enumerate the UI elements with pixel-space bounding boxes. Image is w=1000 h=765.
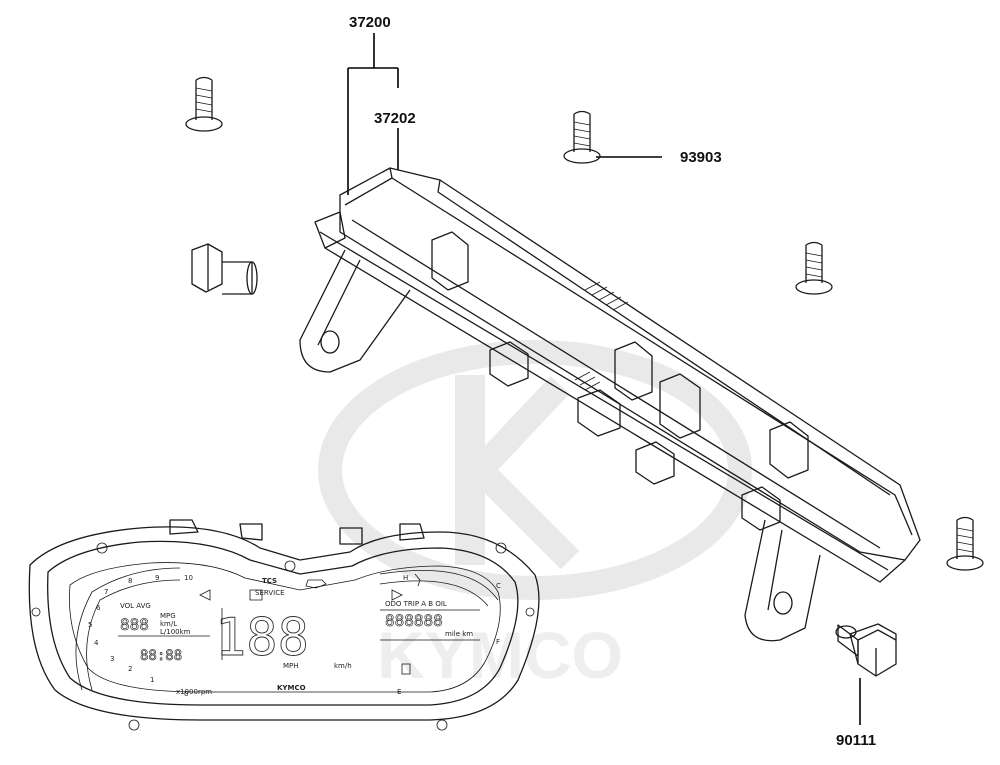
instrument-cluster-face: 0 1 2 3 4 5 6 7 8 9 10 TCS SERVICE VOL A…	[28, 519, 540, 731]
right-turn-icon	[391, 589, 403, 601]
tach-1: 1	[150, 676, 154, 684]
fuel-icon	[401, 663, 411, 675]
tach-4: 4	[94, 639, 99, 647]
screw-top-left	[185, 76, 223, 132]
tach-6: 6	[96, 604, 101, 612]
kmh-label: km/h	[334, 662, 352, 670]
fuel-empty-label: E	[397, 688, 401, 696]
engine-icon	[305, 579, 327, 589]
l100-label: L/100km	[160, 628, 191, 636]
flange-bolt-left	[191, 243, 258, 295]
clock-digits: 88:88	[140, 648, 182, 664]
tach-5: 5	[88, 621, 92, 629]
screw-93903	[563, 110, 601, 164]
tach-9: 9	[155, 574, 159, 582]
tcs-indicator: TCS	[262, 577, 277, 585]
abs-icon	[249, 589, 263, 601]
mpg-digits: 888	[120, 615, 149, 634]
odo-digits: 888888	[385, 611, 443, 630]
service-indicator: SERVICE	[255, 589, 285, 597]
fuel-full-label: F	[496, 638, 500, 646]
screw-right-middle	[795, 241, 833, 295]
part-number-37202: 37202	[374, 110, 416, 127]
dial-brand: KYMCO	[277, 684, 306, 692]
temp-cold-label: C	[496, 582, 501, 590]
tach-0: 0	[184, 690, 188, 698]
odo-labels: ODO TRIP A B OIL	[385, 600, 447, 608]
leader-37200	[347, 33, 399, 195]
part-number-93903: 93903	[680, 149, 722, 166]
tach-10: 10	[184, 574, 193, 582]
parking-icon	[284, 560, 296, 572]
flange-bolt-90111	[835, 623, 897, 677]
tach-7: 7	[104, 588, 108, 596]
mpg-label: MPG	[160, 612, 176, 620]
temp-hot-label: H	[403, 574, 408, 582]
watermark-text: KYMCO	[377, 618, 623, 692]
speed-digits: 188	[215, 608, 309, 668]
part-number-90111: 90111	[836, 732, 876, 749]
vol-avg-label: VOL AVG	[120, 602, 151, 610]
temp-icon	[414, 573, 421, 587]
left-turn-icon	[199, 589, 211, 601]
meter-assembly-body	[299, 167, 921, 642]
tach-3: 3	[110, 655, 114, 663]
tach-8: 8	[128, 577, 132, 585]
odo-units: mile km	[445, 630, 473, 638]
leader-lines	[347, 33, 861, 725]
screw-right-lower	[946, 516, 984, 571]
part-number-37200: 37200	[349, 14, 391, 31]
mph-label: MPH	[283, 662, 299, 670]
kml-label: km/L	[160, 620, 177, 628]
watermark-logo: KYMCO	[318, 340, 752, 692]
rpm-label: x1000rpm	[176, 688, 212, 696]
tach-2: 2	[128, 665, 132, 673]
